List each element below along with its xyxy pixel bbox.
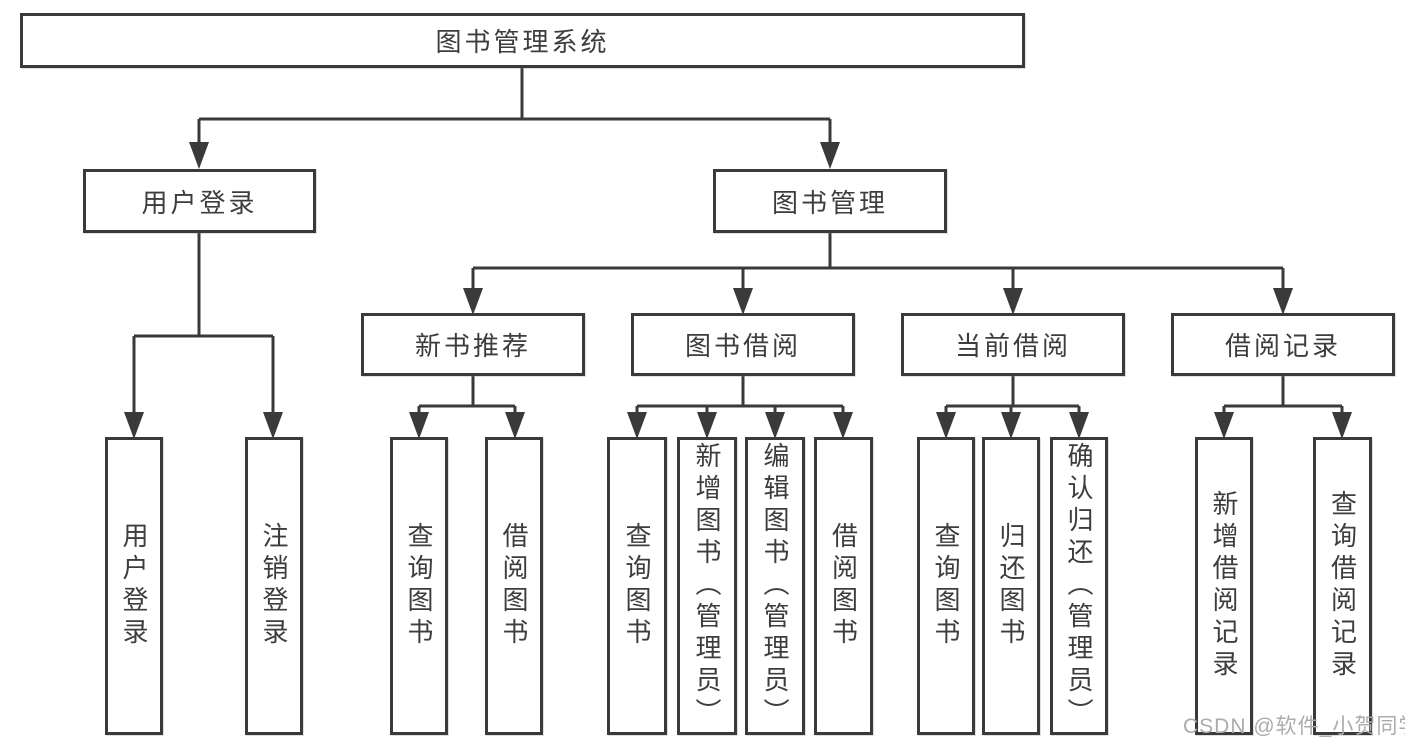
leaf-add-borrow-record: 新增借阅记录	[1195, 437, 1253, 735]
leaf-user-login: 用户登录	[105, 437, 163, 735]
arrow-down-icon	[1273, 288, 1293, 315]
leaf-edit-book-admin-label: 编辑图书（管理员）	[760, 442, 790, 730]
arrow-down-icon	[505, 412, 525, 439]
node-book-management: 图书管理	[713, 169, 947, 233]
leaf-search-book-recommend: 查询图书	[390, 437, 448, 735]
arrow-down-icon	[820, 142, 840, 169]
csdn-watermark: CSDN @软件_小贺同学	[1183, 715, 1405, 738]
node-borrowing-records-label: 借阅记录	[1224, 331, 1341, 361]
leaf-borrow-book-label: 借阅图书	[828, 522, 859, 650]
leaf-search-book-recommend-label: 查询图书	[404, 522, 434, 650]
arrow-down-icon	[463, 288, 483, 315]
leaf-borrow-book: 借阅图书	[814, 437, 873, 735]
arrow-down-icon	[1069, 412, 1089, 439]
arrow-down-icon	[1003, 288, 1023, 315]
leaf-borrow-book-recommend: 借阅图书	[485, 437, 543, 735]
leaf-logout-label: 注销登录	[259, 522, 289, 650]
leaf-user-login-label: 用户登录	[119, 522, 149, 650]
arrow-down-icon	[189, 142, 209, 169]
node-user-login: 用户登录	[83, 169, 316, 233]
leaf-borrow-book-recommend-label: 借阅图书	[499, 522, 529, 650]
node-book-borrowing-label: 图书借阅	[684, 331, 801, 361]
arrow-down-icon	[263, 412, 283, 439]
leaf-logout: 注销登录	[245, 437, 303, 735]
leaf-return-book: 归还图书	[982, 437, 1040, 735]
arrow-down-icon	[409, 412, 429, 439]
leaf-search-book-current-label: 查询图书	[931, 522, 961, 650]
arrow-down-icon	[627, 412, 647, 439]
leaf-search-borrow-record-label: 查询借阅记录	[1327, 490, 1358, 682]
leaf-confirm-return-admin: 确认归还（管理员）	[1050, 437, 1108, 735]
leaf-add-book-admin: 新增图书（管理员）	[677, 437, 737, 735]
leaf-add-borrow-record-label: 新增借阅记录	[1209, 490, 1239, 682]
leaf-search-book-current: 查询图书	[917, 437, 975, 735]
node-book-borrowing: 图书借阅	[631, 313, 855, 376]
node-new-book-recommend: 新书推荐	[361, 313, 585, 376]
leaf-add-book-admin-label: 新增图书（管理员）	[692, 442, 722, 730]
leaf-return-book-label: 归还图书	[996, 522, 1026, 650]
arrow-down-icon	[936, 412, 956, 439]
node-book-management-label: 图书管理	[771, 187, 888, 218]
arrow-down-icon	[1001, 412, 1021, 439]
node-root-system: 图书管理系统	[20, 13, 1025, 68]
arrow-down-icon	[1214, 412, 1234, 439]
arrow-down-icon	[1332, 412, 1352, 439]
node-root-system-label: 图书管理系统	[435, 27, 610, 57]
arrow-down-icon	[765, 412, 785, 439]
leaf-search-borrow-record: 查询借阅记录	[1313, 437, 1372, 735]
leaf-search-book-borrowing-label: 查询图书	[622, 522, 652, 650]
arrow-down-icon	[733, 288, 753, 315]
node-user-login-label: 用户登录	[141, 187, 258, 218]
node-borrowing-records: 借阅记录	[1171, 313, 1395, 376]
leaf-edit-book-admin: 编辑图书（管理员）	[745, 437, 805, 735]
node-current-borrowing-label: 当前借阅	[954, 331, 1071, 361]
leaf-search-book-borrowing: 查询图书	[607, 437, 667, 735]
arrow-down-icon	[833, 412, 853, 439]
leaf-confirm-return-admin-label: 确认归还（管理员）	[1064, 442, 1094, 730]
node-current-borrowing: 当前借阅	[901, 313, 1125, 376]
arrow-down-icon	[124, 412, 144, 439]
node-new-book-recommend-label: 新书推荐	[414, 331, 531, 361]
arrow-down-icon	[697, 412, 717, 439]
